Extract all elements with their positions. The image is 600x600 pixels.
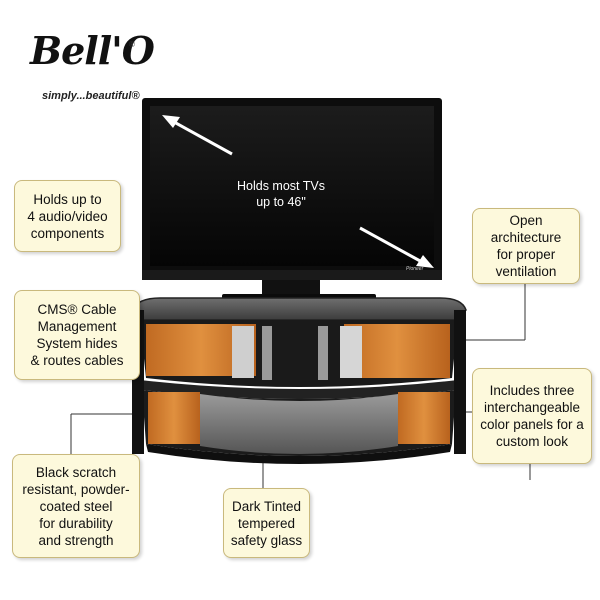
arrowhead-top-left bbox=[162, 115, 180, 128]
tv-screen bbox=[150, 106, 434, 266]
cable-channel-left bbox=[232, 326, 254, 378]
logo-registered-mark: ® bbox=[129, 40, 135, 49]
cable-channel-center-right bbox=[318, 326, 328, 380]
arrow-bottom-right bbox=[359, 226, 423, 264]
tv-neck bbox=[262, 280, 320, 296]
cable-channel-center-left bbox=[262, 326, 272, 380]
callout-steel: Black scratch resistant, powder- coated … bbox=[12, 454, 140, 558]
middle-shelf-edge bbox=[140, 380, 458, 399]
cable-channel-right bbox=[340, 326, 362, 378]
callout-panels: Includes three interchangeable color pan… bbox=[472, 368, 592, 464]
callout-cable-management-text: CMS® Cable Management System hides & rou… bbox=[30, 302, 124, 368]
size-arrows bbox=[162, 115, 434, 268]
left-color-panel-lower bbox=[148, 392, 200, 444]
logo-script: Bell'O bbox=[30, 28, 155, 73]
callout-steel-text: Black scratch resistant, powder- coated … bbox=[22, 464, 130, 548]
callout-components: Holds up to 4 audio/video components bbox=[14, 180, 121, 252]
arrow-top-left bbox=[173, 120, 233, 156]
logo-tagline: simply...beautiful® bbox=[42, 90, 140, 102]
tv bbox=[142, 98, 442, 304]
arrowhead-bottom-right bbox=[416, 255, 434, 268]
lower-glass-shelf bbox=[200, 394, 398, 454]
tv-brand: Pioneer bbox=[406, 266, 424, 272]
right-color-panel-lower bbox=[398, 392, 450, 444]
tv-stand bbox=[131, 297, 467, 464]
stand-base bbox=[146, 444, 452, 464]
right-post bbox=[454, 310, 466, 454]
callout-panels-text: Includes three interchangeable color pan… bbox=[480, 383, 584, 449]
bello-logo: Bell'O ® simply...beautiful® bbox=[22, 28, 155, 118]
callout-glass: Dark Tinted tempered safety glass bbox=[223, 488, 310, 558]
callout-components-text: Holds up to 4 audio/video components bbox=[27, 191, 108, 241]
callout-glass-text: Dark Tinted tempered safety glass bbox=[230, 498, 303, 548]
callout-cable-management: CMS® Cable Management System hides & rou… bbox=[14, 290, 140, 380]
tv-size-text: Holds most TVs up to 46" bbox=[237, 179, 325, 209]
callout-architecture-text: Open architecture for proper ventilation bbox=[490, 213, 562, 279]
callout-architecture: Open architecture for proper ventilation bbox=[472, 208, 580, 284]
top-glass-shelf bbox=[131, 297, 467, 321]
tv-lower-bezel bbox=[142, 270, 442, 280]
